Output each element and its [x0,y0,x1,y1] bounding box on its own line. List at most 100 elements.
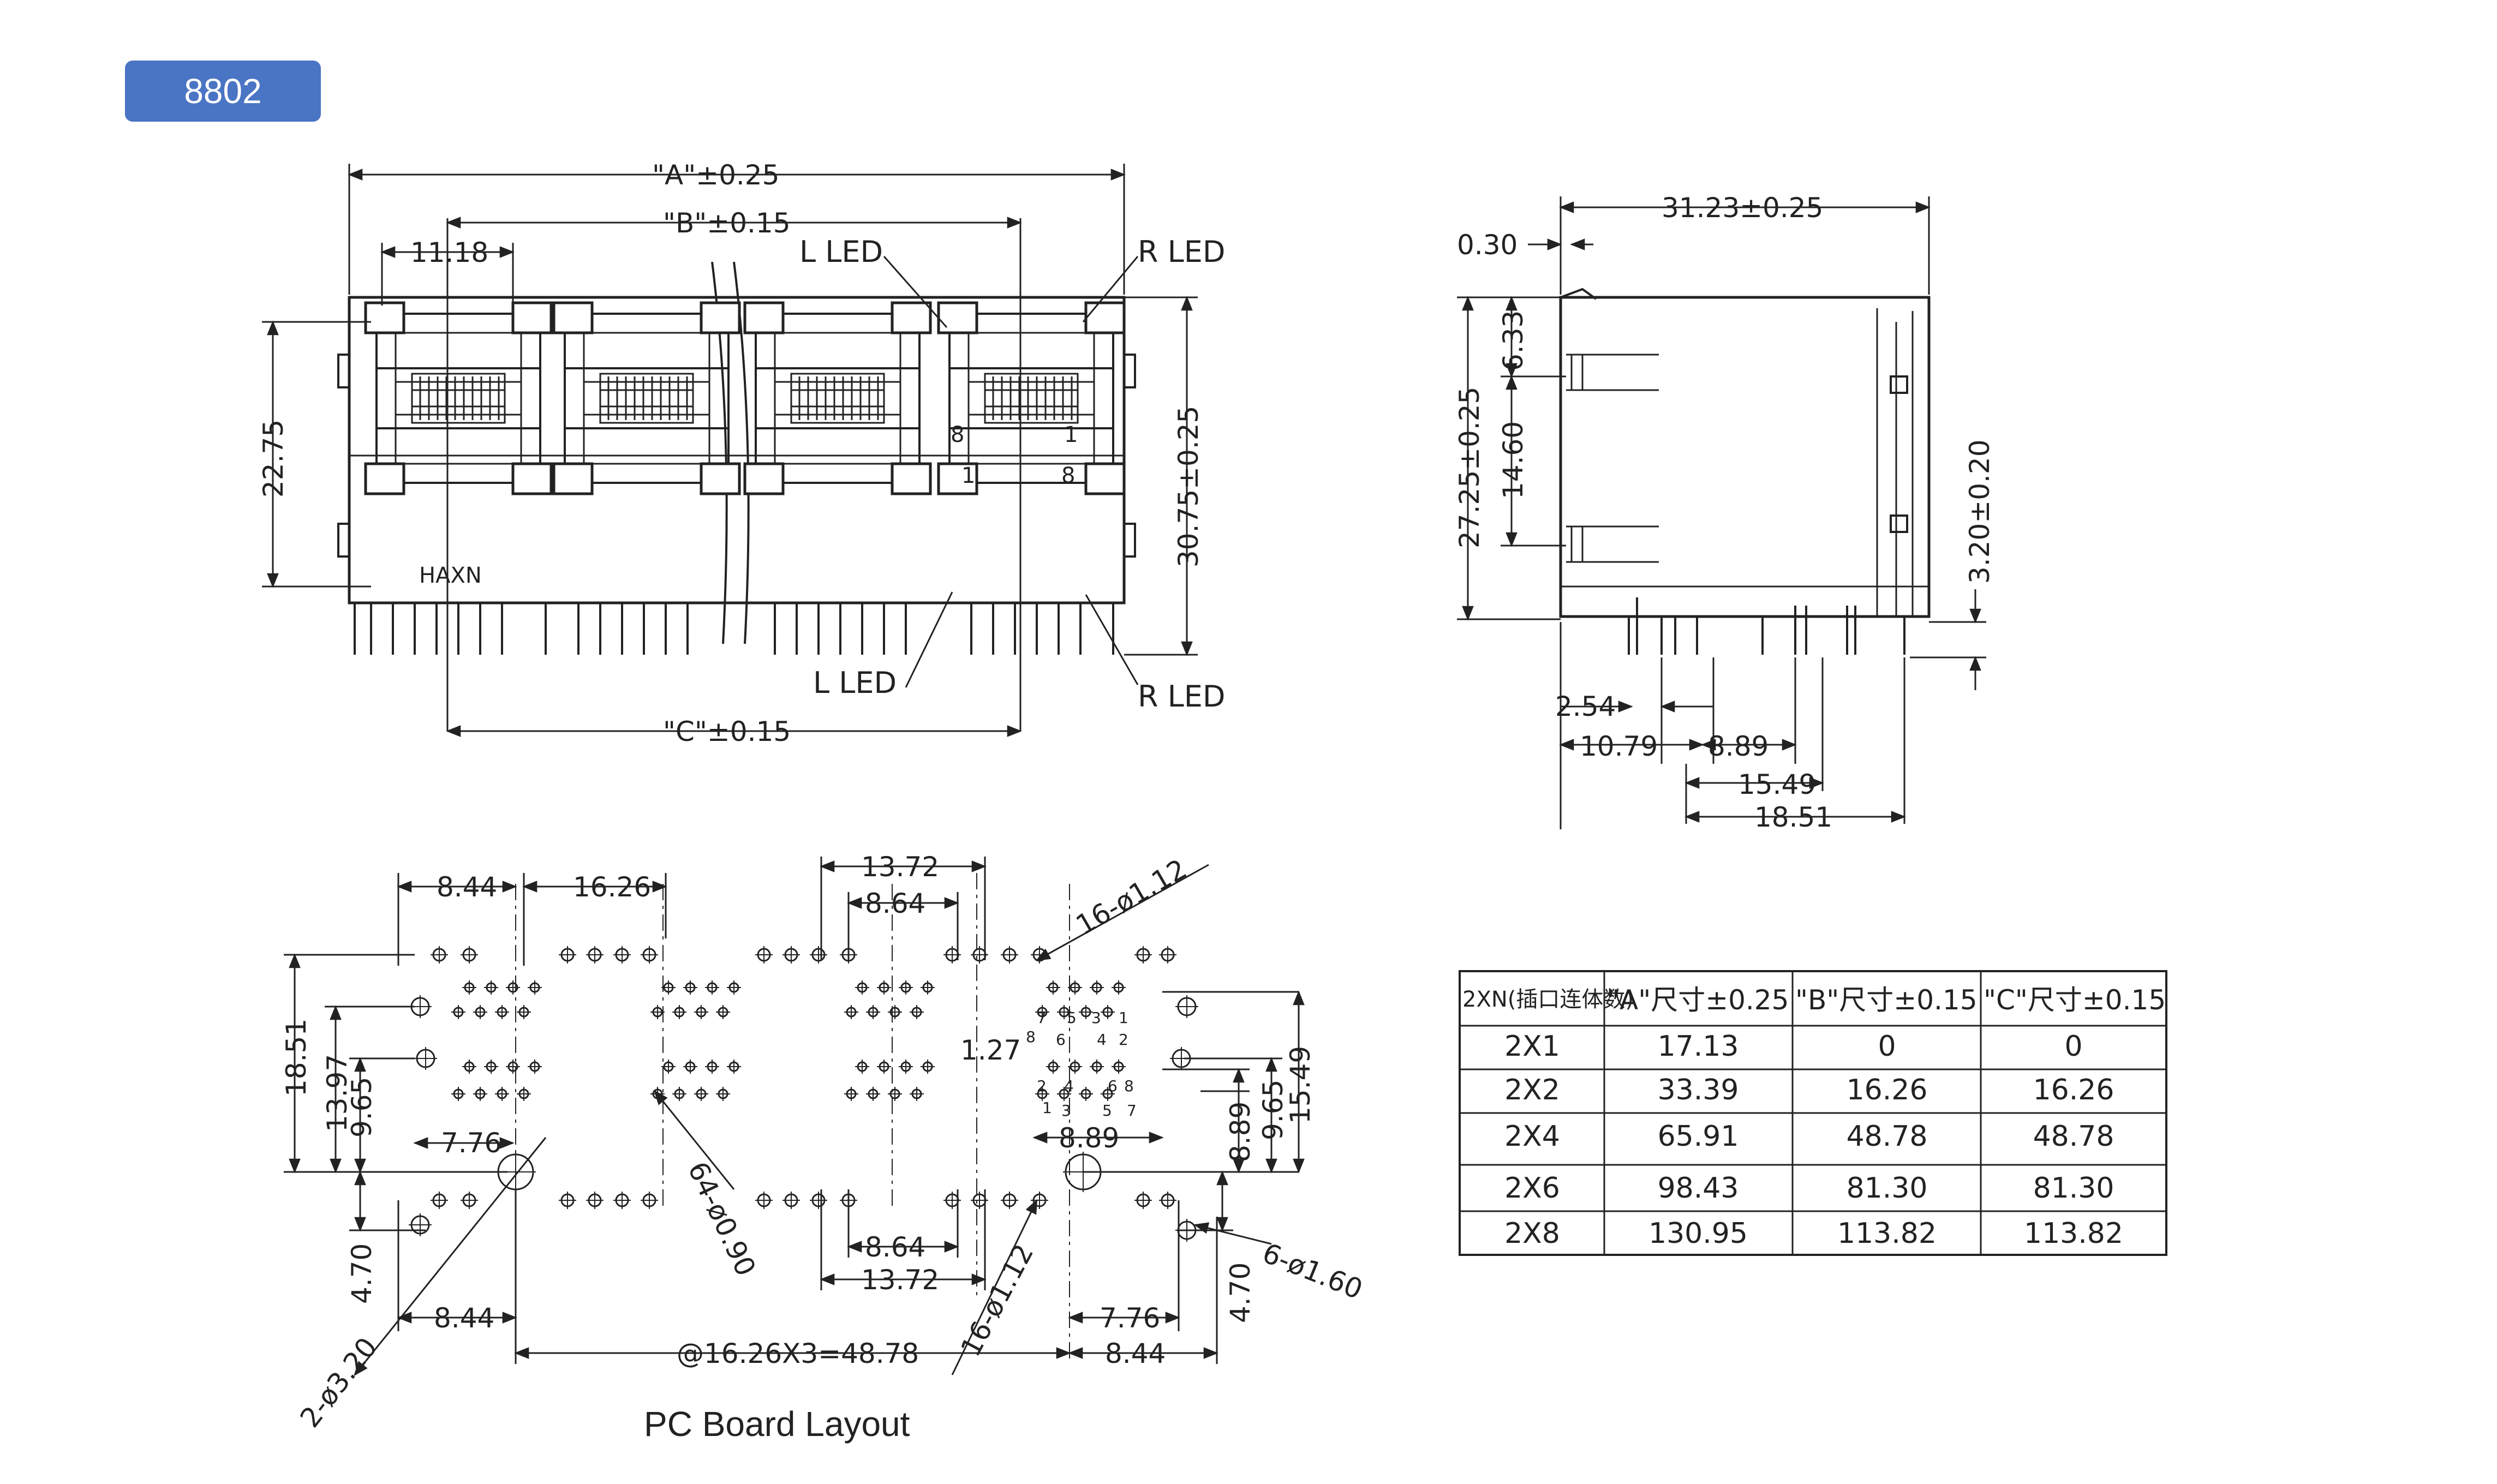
pin-8-top: 8 [951,422,964,447]
pcb-pin-3b: 3 [1061,1102,1071,1120]
dim-1549-label: 15.49 [1738,769,1816,800]
table-cell: 98.43 [1658,1172,1739,1205]
table-cell: 0 [2064,1030,2082,1063]
pcb-dim-844-top: 8.44 [437,871,497,903]
pcb-holes [409,946,1198,1242]
table-cell: 2X6 [1504,1172,1560,1205]
dim-633-label: 6.33 [1497,310,1529,371]
table-cell: 2X8 [1504,1217,1560,1250]
pcb-pin-4: 4 [1097,1031,1107,1049]
table-cell: 2X1 [1504,1030,1560,1063]
dim-b-label: "B"±0.15 [663,207,791,239]
pin-8-bottom: 8 [1061,463,1075,488]
table-cell: 113.82 [1837,1217,1937,1250]
side-pins [1628,597,1905,655]
pcb-dim-470-left: 4.70 [346,1243,378,1304]
pcb-dim-1626: 16.26 [573,871,651,903]
table-cell: 48.78 [2033,1120,2114,1153]
dim-c-label: "C"±0.15 [663,716,791,747]
dim-a-label: "A"±0.25 [652,159,779,191]
front-pins [354,603,1114,655]
pcb-dim-889-mid: 8.89 [1059,1122,1119,1154]
pcb-dim-1372-bottom: 13.72 [861,1264,939,1296]
pcb-pin-5b: 5 [1102,1102,1112,1120]
pcb-dim-1851: 18.51 [280,1019,312,1097]
dim-2275-label: 22.75 [258,420,289,498]
pcb-pin-3: 3 [1091,1009,1101,1027]
pcb-pitch-note: @16.26X3=48.78 [677,1338,919,1369]
pcb-pin-4b: 4 [1064,1077,1074,1095]
pcb-dim-965-right: 9.65 [1257,1080,1289,1140]
dim-3123-label: 31.23±0.25 [1662,192,1823,224]
pcb-hole-6-160: 6-ø1.60 [1258,1237,1367,1306]
pcb-layout-view: 8.44 16.26 13.72 8.64 16-ø1.12 18.51 13.… [280,851,1367,1444]
table-cell: 81.30 [2033,1172,2114,1205]
dim-889-label: 8.89 [1708,731,1769,762]
part-number-badge: 8802 [125,61,321,122]
dimension-table: 2XN(插口连体数) "A"尺寸±0.25 "B"尺寸±0.15 "C"尺寸±0… [1459,970,2167,1256]
r-led-bottom-label: R LED [1138,679,1225,714]
pcb-pin-2b: 2 [1037,1077,1047,1095]
brand-label: HAXN [419,563,482,588]
pcb-pin-1: 1 [1119,1009,1128,1027]
table-header-0: 2XN(插口连体数) [1462,987,1634,1012]
dim-1079-label: 10.79 [1580,731,1658,762]
table-header-1: "A"尺寸±0.25 [1607,984,1789,1016]
table-cell: 0 [1878,1030,1896,1063]
pcb-pin-6b: 6 [1108,1077,1118,1095]
pcb-dim-1549: 15.49 [1285,1046,1316,1124]
dim-030-label: 0.30 [1457,229,1518,261]
part-number-label: 8802 [184,71,262,111]
pcb-dim-844-bottom-left: 8.44 [434,1302,494,1334]
l-led-top-label: L LED [799,235,883,269]
dim-2725-label: 27.25±0.25 [1454,387,1485,548]
dim-320-label: 3.20±0.20 [1964,439,1996,584]
pcb-dim-844-bottom-right: 8.44 [1105,1338,1166,1369]
side-view: 31.23±0.25 0.30 27.25±0.25 6.33 14.60 3.… [1454,192,1996,833]
pcb-hole-16-112-bottom: 16-ø1.12 [954,1239,1040,1362]
front-housing [348,296,1126,605]
pcb-dim-127: 1.27 [960,1034,1021,1066]
pcb-dim-889-right: 8.89 [1224,1102,1256,1162]
table-header-2: "B"尺寸±0.15 [1795,984,1978,1016]
table-cell: 65.91 [1658,1120,1739,1153]
pcb-pin-2: 2 [1119,1031,1128,1049]
table-cell: 130.95 [1648,1217,1748,1250]
pcb-dim-470-right: 4.70 [1224,1262,1256,1323]
pcb-dim-776-right: 7.76 [1100,1302,1160,1334]
table-cell: 33.39 [1658,1074,1739,1106]
table-cell: 2X2 [1504,1074,1560,1106]
table-cell: 48.78 [1847,1120,1928,1153]
table-cell: 113.82 [2024,1217,2123,1250]
pcb-dim-776-left: 7.76 [441,1127,501,1159]
pcb-dim-864-bottom: 8.64 [865,1231,925,1263]
pcb-pin-8b: 8 [1124,1077,1134,1095]
dim-1460-label: 14.60 [1497,421,1529,499]
pcb-dim-965-left: 9.65 [346,1077,378,1138]
pcb-dim-864-top: 8.64 [865,888,925,919]
pcb-pin-7: 7 [1037,1009,1047,1027]
pin-1-bottom: 1 [961,463,975,488]
table-cell: 81.30 [1847,1172,1928,1205]
table-header-3: "C"尺寸±0.15 [1984,984,2166,1016]
front-view: "A"±0.25 "B"±0.15 11.18 L LED R LED 22.7… [258,159,1225,747]
l-led-bottom-label: L LED [813,666,897,700]
pcb-dim-1397: 13.97 [321,1054,353,1132]
dim-3075-label: 30.75±0.25 [1173,406,1204,567]
dim-254-label: 2.54 [1555,691,1616,722]
r-led-top-label: R LED [1138,235,1225,269]
pcb-pin-1b: 1 [1042,1099,1052,1117]
table-cell: 16.26 [2033,1074,2114,1106]
pin-1-top: 1 [1064,422,1078,447]
dim-1118-label: 11.18 [410,237,488,268]
pcb-layout-title: PC Board Layout [644,1404,910,1444]
side-housing [1559,296,1931,618]
table-cell: 16.26 [1847,1074,1928,1106]
dim-1851-side-label: 18.51 [1754,801,1832,833]
pcb-pin-6: 6 [1056,1031,1066,1049]
pcb-pin-5: 5 [1067,1009,1077,1027]
table-cell: 17.13 [1658,1030,1739,1063]
